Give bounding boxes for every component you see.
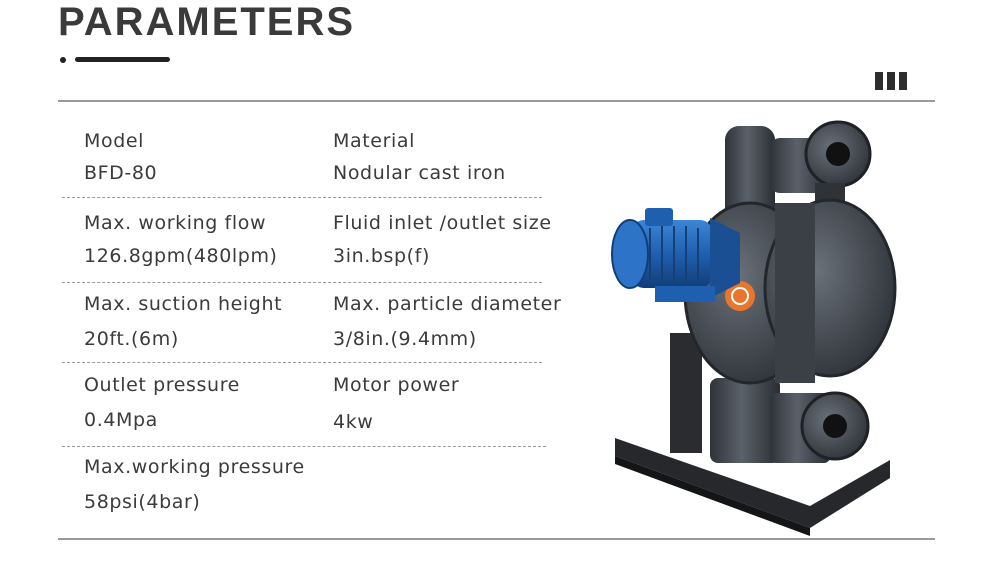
menu-bars-icon xyxy=(875,72,907,90)
spec-label-material: Material xyxy=(333,130,415,152)
spec-label-motor: Motor power xyxy=(333,374,460,396)
spec-label-outlet: Outlet pressure xyxy=(84,374,240,396)
spec-label-pressure: Max.working pressure xyxy=(84,456,305,478)
spec-value-flow: 126.8gpm(480lpm) xyxy=(84,245,278,267)
row-separator xyxy=(62,446,546,447)
spec-value-model: BFD-80 xyxy=(84,162,158,184)
row-separator xyxy=(62,197,542,198)
row-separator xyxy=(62,282,542,283)
spec-value-particle: 3/8in.(9.4mm) xyxy=(333,328,477,350)
spec-value-suction: 20ft.(6m) xyxy=(84,328,179,350)
title-underline-bar xyxy=(75,57,170,62)
spec-label-model: Model xyxy=(84,130,145,152)
spec-value-outlet: 0.4Mpa xyxy=(84,409,158,431)
pump-product-image xyxy=(611,120,897,536)
spec-value-material: Nodular cast iron xyxy=(333,162,506,184)
bottom-divider xyxy=(58,538,935,540)
spec-value-inlet: 3in.bsp(f) xyxy=(333,245,430,267)
page-title: PARAMETERS xyxy=(58,0,356,44)
title-underline-dot xyxy=(60,57,66,63)
spec-label-suction: Max. suction height xyxy=(84,293,283,315)
spec-label-inlet: Fluid inlet /outlet size xyxy=(333,212,552,234)
top-divider xyxy=(58,100,935,102)
spec-label-particle: Max. particle diameter xyxy=(333,293,562,315)
row-separator xyxy=(62,362,542,363)
spec-value-pressure: 58psi(4bar) xyxy=(84,491,201,513)
spec-value-motor: 4kw xyxy=(333,411,374,433)
spec-label-flow: Max. working flow xyxy=(84,212,267,234)
